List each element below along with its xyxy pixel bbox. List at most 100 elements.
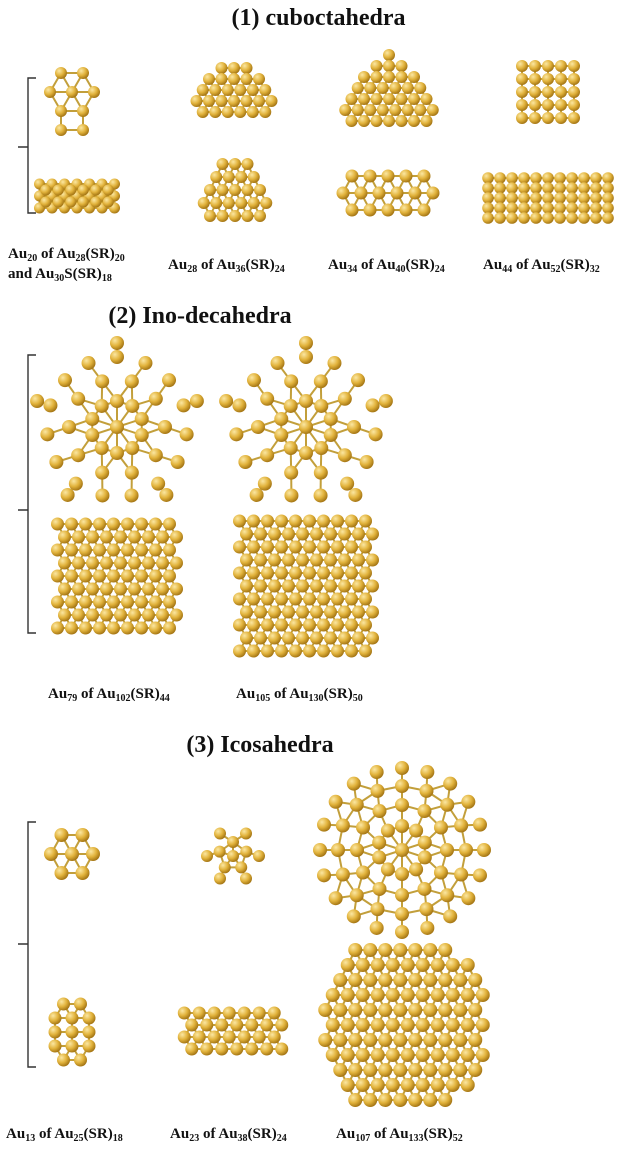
gold-atom bbox=[93, 595, 106, 609]
gold-atom bbox=[339, 104, 352, 116]
gold-atom bbox=[378, 973, 393, 987]
gold-atom bbox=[296, 605, 309, 619]
gold-atom bbox=[303, 540, 316, 554]
gold-atom bbox=[331, 592, 344, 606]
gold-atom bbox=[257, 476, 272, 491]
gold-atom bbox=[310, 579, 323, 593]
gold-atom bbox=[354, 186, 368, 200]
gold-atom bbox=[100, 530, 113, 544]
gold-atom bbox=[43, 398, 58, 413]
gold-atom bbox=[138, 356, 153, 371]
gold-atom bbox=[380, 823, 395, 838]
gold-atom bbox=[107, 517, 120, 531]
gold-atom bbox=[163, 595, 176, 609]
gold-atom bbox=[516, 73, 528, 85]
gold-atom bbox=[68, 476, 83, 491]
gold-atom bbox=[415, 1018, 430, 1032]
gold-atom bbox=[409, 823, 424, 838]
gold-atom bbox=[189, 394, 204, 409]
gold-atom bbox=[518, 172, 530, 184]
gold-atom bbox=[313, 843, 327, 857]
gold-atom bbox=[86, 556, 99, 570]
gold-atom bbox=[317, 644, 330, 658]
gold-atom bbox=[417, 169, 431, 183]
cluster-au79-top bbox=[30, 336, 204, 503]
gold-atom bbox=[518, 212, 530, 224]
gold-atom bbox=[568, 60, 580, 72]
gold-atom bbox=[408, 93, 420, 105]
gold-atom bbox=[324, 553, 337, 567]
gold-atom bbox=[233, 644, 246, 658]
gold-atom bbox=[438, 1033, 453, 1047]
gold-atom bbox=[378, 1003, 393, 1017]
gold-atom bbox=[40, 427, 55, 442]
gold-atom bbox=[372, 850, 387, 865]
gold-atom bbox=[282, 553, 295, 567]
gold-atom bbox=[90, 196, 102, 208]
gold-atom bbox=[200, 1018, 214, 1032]
gold-atom bbox=[408, 71, 420, 83]
gold-atom bbox=[229, 158, 241, 170]
gold-atom bbox=[283, 398, 298, 413]
gold-atom bbox=[210, 197, 223, 209]
gold-atom bbox=[333, 973, 348, 987]
gold-atom bbox=[215, 62, 228, 74]
gold-atom bbox=[363, 1003, 378, 1017]
gold-atom bbox=[77, 124, 89, 136]
gold-atom bbox=[417, 203, 431, 217]
gold-atom bbox=[240, 62, 253, 74]
gold-atom bbox=[110, 350, 124, 364]
gold-atom bbox=[253, 850, 265, 862]
gold-atom bbox=[578, 192, 590, 204]
gold-atom bbox=[245, 1042, 259, 1056]
gold-atom bbox=[289, 514, 302, 528]
gold-atom bbox=[230, 1018, 244, 1032]
gold-atom bbox=[331, 540, 344, 554]
gold-atom bbox=[423, 1003, 438, 1017]
gold-atom bbox=[554, 202, 566, 214]
gold-atom bbox=[310, 527, 323, 541]
gold-atom bbox=[426, 186, 440, 200]
gold-atom bbox=[338, 527, 351, 541]
gold-atom bbox=[274, 428, 289, 443]
gold-atom bbox=[440, 888, 455, 903]
gold-atom bbox=[345, 592, 358, 606]
gold-atom bbox=[566, 192, 578, 204]
gold-atom bbox=[310, 631, 323, 645]
gold-atom bbox=[385, 988, 400, 1002]
gold-atom bbox=[86, 582, 99, 596]
gold-atom bbox=[395, 779, 409, 793]
gold-atom bbox=[345, 566, 358, 580]
gold-atom bbox=[284, 488, 299, 503]
gold-atom bbox=[81, 356, 96, 371]
gold-atom bbox=[177, 1006, 191, 1020]
gold-atom bbox=[414, 104, 427, 116]
gold-atom bbox=[351, 82, 364, 94]
gold-atom bbox=[268, 579, 281, 593]
caption-au44: Au44 of Au52(SR)32 bbox=[483, 257, 600, 275]
gold-atom bbox=[72, 556, 85, 570]
gold-atom bbox=[303, 644, 316, 658]
gold-atom bbox=[530, 192, 542, 204]
gold-atom bbox=[79, 595, 92, 609]
gold-atom bbox=[156, 556, 169, 570]
gold-atom bbox=[370, 93, 383, 105]
gold-atom bbox=[331, 618, 344, 632]
gold-atom bbox=[135, 621, 148, 635]
gold-atom bbox=[482, 202, 494, 214]
gold-atom bbox=[358, 93, 370, 105]
gold-atom bbox=[408, 1063, 423, 1077]
gold-atom bbox=[79, 569, 92, 583]
gold-atom bbox=[370, 958, 385, 972]
gold-atom bbox=[350, 843, 364, 857]
gold-atom bbox=[356, 865, 371, 880]
cluster-au13-top bbox=[44, 828, 100, 880]
gold-atom bbox=[260, 197, 273, 209]
gold-atom bbox=[568, 73, 580, 85]
gold-atom bbox=[261, 566, 274, 580]
gold-atom bbox=[417, 850, 432, 865]
gold-atom bbox=[494, 202, 506, 214]
gold-atom bbox=[265, 95, 278, 107]
gold-atom bbox=[259, 84, 272, 96]
gold-atom bbox=[246, 84, 259, 96]
